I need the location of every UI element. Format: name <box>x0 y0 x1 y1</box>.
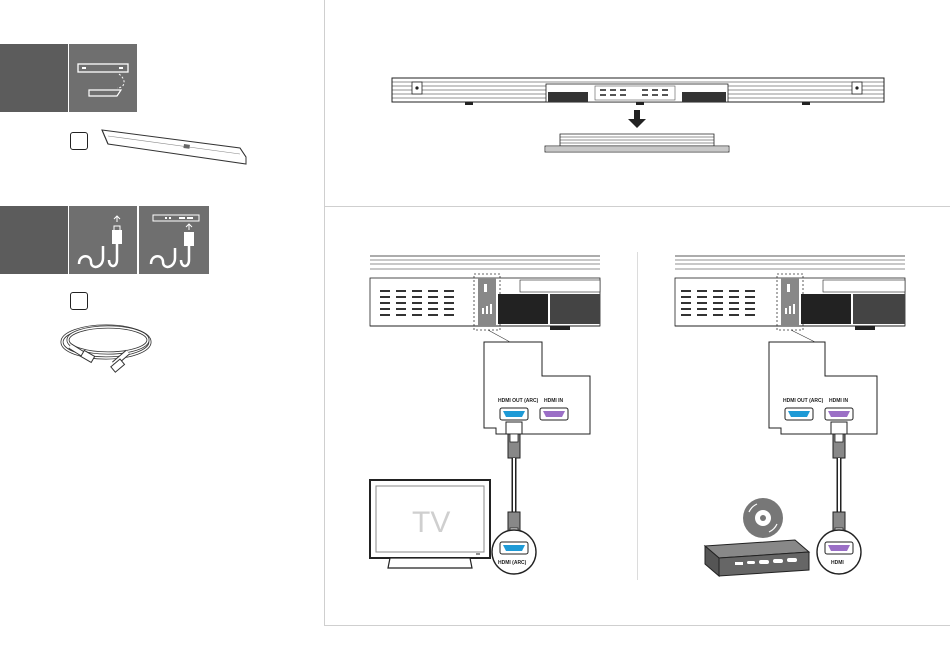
soundbar-remove-icon <box>69 44 137 112</box>
port-zoom-box-right: HDMI OUT (ARC) HDMI IN <box>769 342 877 434</box>
step2-hdmi-soundbar-tile <box>139 206 209 274</box>
hdmi-out-arc-label: HDMI OUT (ARC) <box>498 398 539 404</box>
down-arrow <box>628 110 646 128</box>
hdmi-soundbar-plug-icon <box>139 206 209 274</box>
removed-cover <box>545 134 729 152</box>
soundbar-rear-panel-left <box>370 256 600 330</box>
tv-illustration: TV <box>370 480 490 568</box>
port-zoom-box-left: HDMI OUT (ARC) HDMI IN <box>484 342 590 434</box>
tv-connection-diagram: HDMI OUT (ARC) HDMI IN TV HDMI (ARC) <box>360 250 620 580</box>
hdmi-cable-left <box>506 422 522 546</box>
disc-icon <box>743 498 783 538</box>
soundbar-back-cover-diagram <box>390 74 890 158</box>
hdmi-out-arc-label-right: HDMI OUT (ARC) <box>783 398 824 404</box>
soundbar-back-body <box>392 78 884 105</box>
step1-soundbar-tile <box>69 44 137 112</box>
soundbar-illustration <box>100 124 250 166</box>
checkbox-soundbar[interactable] <box>70 132 88 150</box>
bottom-divider <box>324 625 950 626</box>
middle-divider <box>637 252 638 580</box>
blu-ray-player-illustration <box>705 540 809 576</box>
tv-hdmi-arc-label: HDMI (ARC) <box>498 560 527 566</box>
tv-port-zoom: HDMI (ARC) <box>492 530 536 574</box>
step1-tile <box>0 44 68 112</box>
hdmi-cable-right <box>831 422 847 546</box>
player-connection-diagram: HDMI OUT (ARC) HDMI IN HDMI <box>665 250 925 580</box>
player-hdmi-label: HDMI <box>831 560 844 566</box>
player-port-zoom: HDMI <box>817 530 861 574</box>
soundbar-rear-panel-right <box>675 256 905 330</box>
hdmi-in-label-right: HDMI IN <box>829 398 849 404</box>
hdmi-plug-icon <box>69 206 137 274</box>
step2-tile <box>0 206 68 274</box>
vertical-divider <box>324 0 325 626</box>
hdmi-cable-illustration <box>58 316 158 378</box>
tv-label: TV <box>412 506 450 539</box>
horizontal-divider <box>324 206 950 207</box>
checkbox-hdmi-cable[interactable] <box>70 292 88 310</box>
hdmi-in-label: HDMI IN <box>544 398 564 404</box>
step2-hdmi-tile <box>69 206 137 274</box>
